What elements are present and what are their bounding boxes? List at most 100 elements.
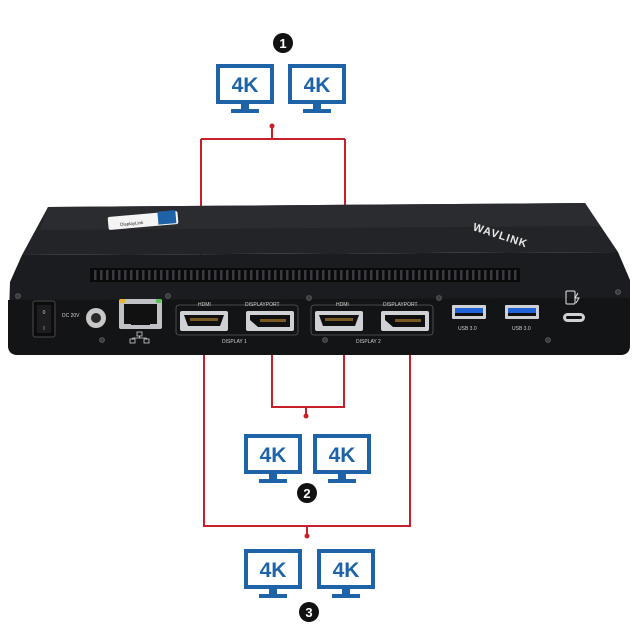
vent-slot (418, 270, 421, 280)
vent-slot (328, 270, 331, 280)
vent-slot (412, 270, 415, 280)
hdmi-port (315, 311, 363, 331)
vent-slot (394, 270, 397, 280)
vent-slot (196, 270, 199, 280)
vent-slot (382, 270, 385, 280)
vent-slot (496, 270, 499, 280)
svg-text:3: 3 (305, 605, 312, 620)
vent-slot (316, 270, 319, 280)
svg-text:4K: 4K (329, 444, 356, 467)
vent-slot (514, 270, 517, 280)
svg-text:4K: 4K (304, 74, 331, 97)
usb-port-1: USB 3.0 (452, 305, 486, 332)
svg-text:USB 3.0: USB 3.0 (458, 326, 477, 332)
svg-text:DISPLAYPORT: DISPLAYPORT (245, 302, 280, 308)
svg-text:4K: 4K (232, 74, 259, 97)
vent-slot (280, 270, 283, 280)
svg-text:2: 2 (303, 486, 310, 501)
vent-slot (106, 270, 109, 280)
hdmi-port (180, 311, 228, 331)
svg-text:DISPLAY 2: DISPLAY 2 (356, 339, 381, 345)
vent-slot (292, 270, 295, 280)
vent-slots (94, 270, 517, 280)
vent-slot (340, 270, 343, 280)
vent-slot (466, 270, 469, 280)
vent-slot (430, 270, 433, 280)
vent-slot (178, 270, 181, 280)
connector-dot-1 (269, 123, 275, 129)
svg-text:HDMI: HDMI (198, 302, 211, 308)
vent-slot (502, 270, 505, 280)
displaylink-tag: DisplayLink (107, 210, 179, 230)
svg-text:HDMI: HDMI (336, 302, 349, 308)
vent-slot (226, 270, 229, 280)
vent-slot (94, 270, 97, 280)
usb-port-2: USB 3.0 (505, 305, 539, 332)
vent-slot (304, 270, 307, 280)
vent-slot (118, 270, 121, 280)
vent-slot (484, 270, 487, 280)
vent-slot (202, 270, 205, 280)
vent-slot (334, 270, 337, 280)
vent-slot (298, 270, 301, 280)
charging-phone-icon (565, 290, 580, 305)
display-1-ports: HDMI DISPLAYPORT DISPLAY 1 (175, 302, 299, 345)
vent-slot (184, 270, 187, 280)
vent-slot (508, 270, 511, 280)
vent-slot (364, 270, 367, 280)
vent-slot (190, 270, 193, 280)
vent-slot (268, 270, 271, 280)
vent-slot (388, 270, 391, 280)
svg-text:DisplayLink: DisplayLink (120, 220, 144, 227)
vent-slot (376, 270, 379, 280)
vent-slot (172, 270, 175, 280)
vent-slot (124, 270, 127, 280)
vent-slot (442, 270, 445, 280)
docking-station: DisplayLink WAVLINK 0 I DC 20V (8, 203, 630, 355)
connector-group-1 (200, 126, 346, 312)
svg-text:1: 1 (279, 36, 286, 51)
monitor-icon: 4K (244, 434, 302, 483)
vent-slot (454, 270, 457, 280)
vent-slot (262, 270, 265, 280)
vent-slot (406, 270, 409, 280)
vent-slot (148, 270, 151, 280)
badge-2: 2 (297, 483, 317, 503)
svg-text:4K: 4K (333, 559, 360, 582)
vent-slot (154, 270, 157, 280)
monitor-icon: 4K (216, 64, 274, 113)
svg-text:0: 0 (43, 310, 46, 316)
vent-slot (400, 270, 403, 280)
ethernet-port (119, 299, 162, 329)
vent-slot (478, 270, 481, 280)
vent-slot (286, 270, 289, 280)
vent-slot (166, 270, 169, 280)
vent-slot (370, 270, 373, 280)
vent-slot (322, 270, 325, 280)
vent-slot (250, 270, 253, 280)
vent-slot (352, 270, 355, 280)
dc-label: DC 20V (62, 313, 80, 319)
ethernet-icon (129, 331, 150, 344)
vent-slot (460, 270, 463, 280)
connector-dot-2 (303, 413, 309, 419)
connector-group-3 (203, 336, 411, 536)
svg-text:USB 3.0: USB 3.0 (512, 326, 531, 332)
vent-slot (238, 270, 241, 280)
monitor-icon: 4K (288, 64, 346, 113)
vent-slot (142, 270, 145, 280)
vent-slot (358, 270, 361, 280)
vent-slot (424, 270, 427, 280)
badge-3: 3 (299, 602, 319, 622)
connector-dot-3 (304, 533, 310, 539)
vent-slot (220, 270, 223, 280)
monitor-icon: 4K (313, 434, 371, 483)
vent-slot (136, 270, 139, 280)
vent-slot (112, 270, 115, 280)
svg-text:I: I (43, 326, 44, 332)
vent-slot (436, 270, 439, 280)
vent-slot (346, 270, 349, 280)
display-2-ports: HDMI DISPLAYPORT DISPLAY 2 (310, 302, 434, 345)
vent-slot (256, 270, 259, 280)
